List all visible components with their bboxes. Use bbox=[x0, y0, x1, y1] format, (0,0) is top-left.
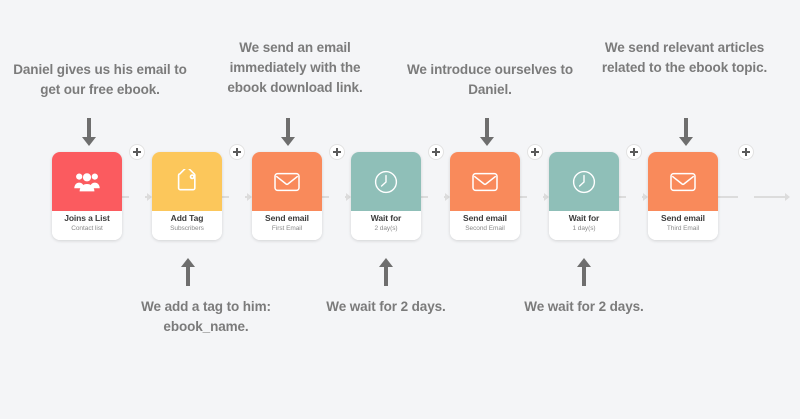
flow-step-labels: Wait for 2 day(s) bbox=[351, 211, 421, 240]
flow-step-icon-area bbox=[450, 152, 520, 211]
add-step-button[interactable] bbox=[328, 144, 345, 160]
flow-step-icon-area bbox=[152, 152, 222, 211]
connector-arrowhead bbox=[544, 193, 549, 201]
people-icon bbox=[74, 172, 100, 192]
flow-step-title: Send email bbox=[661, 213, 705, 223]
connector-line bbox=[443, 196, 445, 198]
connector-arrowhead bbox=[247, 193, 252, 201]
annotation-note-joins-list: Daniel gives us his email to get our fre… bbox=[13, 62, 187, 97]
annotation-note-send-email-3: We send relevant articles related to the… bbox=[601, 40, 768, 75]
connector-line bbox=[718, 196, 738, 198]
connector-line bbox=[421, 196, 428, 198]
flow-connector bbox=[122, 193, 152, 201]
annotation-arrow-down-icon bbox=[679, 118, 693, 146]
add-step-button[interactable] bbox=[129, 144, 145, 160]
annotation-arrow-up-icon bbox=[181, 258, 195, 286]
flow-step-title: Send email bbox=[265, 213, 309, 223]
annotation-arrow-up-icon bbox=[379, 258, 393, 286]
flow-step-card-wait-for-1[interactable]: Wait for 2 day(s) bbox=[351, 152, 421, 240]
connector-line bbox=[222, 196, 229, 198]
envelope-icon bbox=[274, 172, 300, 192]
envelope-icon bbox=[670, 172, 696, 192]
flow-step-labels: Wait for 1 day(s) bbox=[549, 211, 619, 240]
add-step-button[interactable] bbox=[625, 144, 642, 160]
flow-step-icon-area bbox=[52, 152, 122, 211]
flow-step-subtitle: Second Email bbox=[465, 225, 505, 232]
flow-connector-trailing bbox=[718, 193, 790, 201]
flow-connector bbox=[222, 193, 252, 201]
connector-arrowhead bbox=[785, 193, 790, 201]
annotation-note-add-tag: We add a tag to him: ebook_name. bbox=[141, 299, 271, 334]
clock-icon bbox=[572, 170, 596, 194]
connector-line bbox=[520, 196, 527, 198]
annotation-note-wait-1: We wait for 2 days. bbox=[326, 299, 446, 314]
flow-step-icon-area bbox=[549, 152, 619, 211]
clock-icon bbox=[374, 170, 398, 194]
connector-line bbox=[619, 196, 626, 198]
flow-connector bbox=[322, 193, 351, 201]
flow-connector bbox=[421, 193, 450, 201]
envelope-icon bbox=[472, 172, 498, 192]
flow-step-subtitle: Subscribers bbox=[170, 225, 204, 232]
connector-line bbox=[754, 196, 785, 198]
flow-connector bbox=[619, 193, 648, 201]
flow-step-icon-area bbox=[351, 152, 421, 211]
flow-step-subtitle: 2 day(s) bbox=[374, 225, 398, 232]
connector-line bbox=[322, 196, 329, 198]
connector-arrowhead bbox=[147, 193, 152, 201]
connector-line bbox=[641, 196, 643, 198]
annotation-note-wait-2: We wait for 2 days. bbox=[524, 299, 644, 314]
connector-line bbox=[145, 196, 147, 198]
annotation-arrow-down-icon bbox=[480, 118, 494, 146]
connector-arrowhead bbox=[346, 193, 351, 201]
flow-step-title: Wait for bbox=[370, 213, 402, 223]
tag-icon bbox=[174, 168, 200, 195]
flow-step-icon-area bbox=[648, 152, 718, 211]
connector-line bbox=[245, 196, 247, 198]
connector-line bbox=[542, 196, 544, 198]
add-step-button[interactable] bbox=[427, 144, 444, 160]
annotation-note-send-email-2: We introduce ourselves to Daniel. bbox=[406, 62, 574, 97]
connector-line bbox=[122, 196, 129, 198]
flow-step-subtitle: Third Email bbox=[666, 225, 700, 232]
flow-step-subtitle: Contact list bbox=[71, 225, 103, 232]
flow-step-card-wait-for-2[interactable]: Wait for 1 day(s) bbox=[549, 152, 619, 240]
add-step-button[interactable] bbox=[526, 144, 543, 160]
annotation-arrow-down-icon bbox=[281, 118, 295, 146]
flow-connector bbox=[520, 193, 549, 201]
add-step-button-end[interactable] bbox=[738, 144, 754, 160]
connector-arrowhead bbox=[643, 193, 648, 201]
flow-step-icon-area bbox=[252, 152, 322, 211]
annotation-note-send-email-1: We send an email immediately with the eb… bbox=[227, 40, 363, 95]
connector-arrowhead bbox=[445, 193, 450, 201]
flow-step-title: Wait for bbox=[568, 213, 600, 223]
annotation-arrow-down-icon bbox=[82, 118, 96, 146]
flow-step-title: Add Tag bbox=[170, 213, 204, 223]
connector-line bbox=[344, 196, 346, 198]
flow-step-title: Send email bbox=[463, 213, 507, 223]
flow-step-subtitle: First Email bbox=[271, 225, 303, 232]
annotation-arrow-up-icon bbox=[577, 258, 591, 286]
flow-step-subtitle: 1 day(s) bbox=[572, 225, 596, 232]
add-step-button[interactable] bbox=[229, 144, 245, 160]
flow-step-title: Joins a List bbox=[64, 213, 110, 223]
